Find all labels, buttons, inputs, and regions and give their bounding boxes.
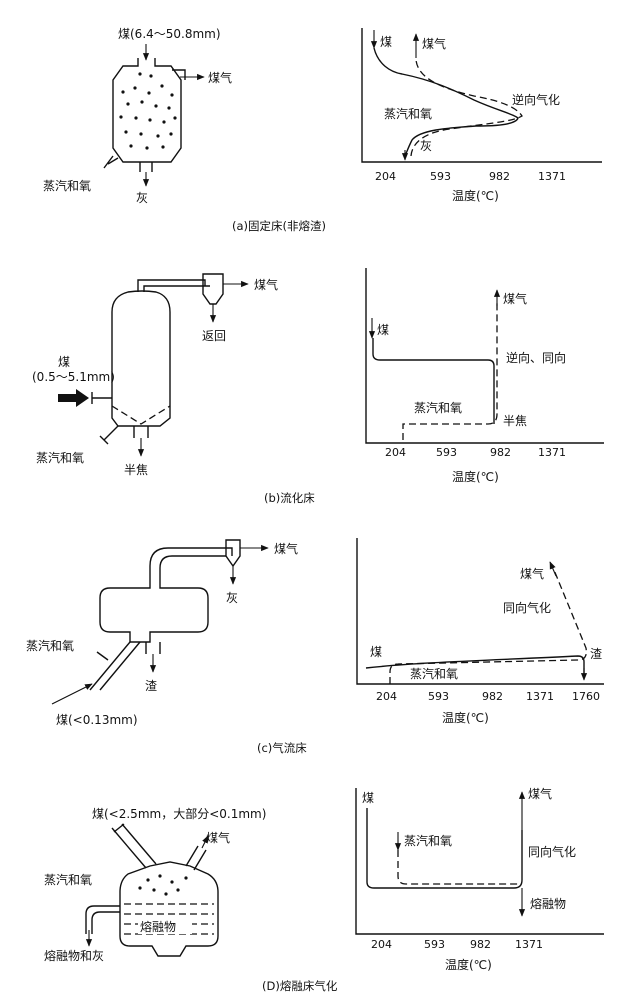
fluidized-bed-vessel: 煤气 返回 煤 (0.5～5.1mm) 蒸汽和氧 半焦 bbox=[32, 273, 278, 477]
ash-outlet-label: 灰 bbox=[136, 191, 148, 205]
x-axis-title: 温度(℃) bbox=[445, 957, 492, 972]
tick-label: 204 bbox=[376, 690, 397, 703]
steam-oxygen-label: 蒸汽和氧 bbox=[43, 178, 91, 193]
steam-oxygen-label: 蒸汽和氧 bbox=[44, 872, 92, 887]
chart-melt-label: 熔融物 bbox=[530, 896, 566, 911]
x-axis-title: 温度(℃) bbox=[452, 469, 499, 484]
gas-outlet-label: 煤气 bbox=[274, 541, 298, 556]
tick-label: 593 bbox=[424, 938, 445, 951]
coal-particles bbox=[138, 874, 188, 896]
chart-coal-label: 煤 bbox=[377, 323, 389, 337]
chart-ash-label: 灰 bbox=[420, 139, 432, 153]
panel-d: 煤(<2.5mm，大部分<0.1mm) 煤气 蒸汽和氧 熔融物和灰 熔融物 bbox=[44, 786, 604, 993]
panel-caption: (c)气流床 bbox=[257, 741, 307, 755]
panel-caption: (D)熔融床气化 bbox=[262, 979, 338, 993]
chart-gas-label: 煤气 bbox=[520, 566, 544, 581]
entrained-flow-vessel: 煤气 灰 蒸汽和氧 煤(<0.13mm) 渣 bbox=[26, 539, 298, 727]
panel-caption: (b)流化床 bbox=[264, 491, 315, 505]
chart-mode-label: 同向气化 bbox=[528, 844, 576, 859]
chart-coal-label: 煤 bbox=[362, 791, 374, 805]
tick-label: 204 bbox=[371, 938, 392, 951]
coal-feed-label: 煤(6.4～50.8mm) bbox=[118, 27, 221, 41]
coal-feed-label: 煤(<0.13mm) bbox=[56, 713, 138, 727]
x-axis-ticks: 204 593 982 1371 bbox=[375, 170, 566, 183]
steam-oxygen-label: 蒸汽和氧 bbox=[36, 450, 84, 465]
chart-steam-label: 蒸汽和氧 bbox=[404, 833, 452, 848]
chart-steam-label: 蒸汽和氧 bbox=[410, 666, 458, 681]
molten-bath-vessel: 煤(<2.5mm，大部分<0.1mm) 煤气 蒸汽和氧 熔融物和灰 熔融物 bbox=[44, 806, 266, 963]
panel-caption: (a)固定床(非熔渣) bbox=[232, 219, 326, 233]
tick-label: 982 bbox=[470, 938, 491, 951]
fluidized-bed-temperature-chart: 煤 煤气 逆向、同向 蒸汽和氧 半焦 204 593 982 1371 温度(℃… bbox=[365, 268, 604, 484]
tick-label: 593 bbox=[436, 446, 457, 459]
panel-a: 煤(6.4～50.8mm) 煤气 蒸汽和氧 灰 煤 bbox=[43, 27, 602, 233]
coal-size-label: (0.5～5.1mm) bbox=[32, 370, 115, 384]
chart-mode-label: 逆向、同向 bbox=[506, 350, 566, 365]
gas-outlet-label: 煤气 bbox=[254, 277, 278, 292]
tick-label: 982 bbox=[482, 690, 503, 703]
chart-gas-label: 煤气 bbox=[503, 291, 527, 306]
x-axis-ticks: 204 593 982 1371 bbox=[385, 446, 566, 459]
tick-label: 593 bbox=[428, 690, 449, 703]
tick-label: 1371 bbox=[515, 938, 543, 951]
tick-label: 1371 bbox=[538, 446, 566, 459]
chart-char-label: 半焦 bbox=[503, 414, 527, 428]
return-label: 返回 bbox=[202, 329, 226, 343]
tick-label: 593 bbox=[430, 170, 451, 183]
coal-particles bbox=[119, 72, 177, 150]
coal-name-label: 煤 bbox=[58, 355, 70, 369]
melt-label: 熔融物 bbox=[140, 919, 176, 934]
x-axis-title: 温度(℃) bbox=[452, 188, 499, 203]
chart-gas-label: 煤气 bbox=[422, 36, 446, 51]
char-outlet-label: 半焦 bbox=[124, 463, 148, 477]
ash-outlet-label: 灰 bbox=[226, 591, 238, 605]
chart-mode-label: 逆向气化 bbox=[512, 92, 560, 107]
panel-c: 煤气 灰 蒸汽和氧 煤(<0.13mm) 渣 煤气 同向气化 煤 渣 蒸汽和氧 … bbox=[26, 538, 604, 755]
fixed-bed-vessel: 煤(6.4～50.8mm) 煤气 蒸汽和氧 灰 bbox=[43, 27, 232, 205]
tick-label: 1371 bbox=[526, 690, 554, 703]
tick-label: 204 bbox=[385, 446, 406, 459]
chart-steam-label: 蒸汽和氧 bbox=[384, 106, 432, 121]
chart-mode-label: 同向气化 bbox=[503, 600, 551, 615]
chart-slag-label: 渣 bbox=[590, 647, 602, 661]
fixed-bed-temperature-chart: 煤 煤气 逆向气化 蒸汽和氧 灰 204 593 982 1371 温度(℃) bbox=[361, 28, 602, 203]
x-axis-ticks: 204 593 982 1371 bbox=[371, 938, 543, 951]
x-axis-title: 温度(℃) bbox=[442, 710, 489, 725]
panel-b: 煤气 返回 煤 (0.5～5.1mm) 蒸汽和氧 半焦 煤 煤气 逆向、同向 蒸… bbox=[32, 268, 604, 505]
steam-oxygen-label: 蒸汽和氧 bbox=[26, 638, 74, 653]
gas-outlet-label: 煤气 bbox=[206, 830, 230, 845]
x-axis-ticks: 204 593 982 1371 1760 bbox=[376, 690, 600, 703]
chart-coal-label: 煤 bbox=[370, 645, 382, 659]
entrained-flow-temperature-chart: 煤气 同向气化 煤 渣 蒸汽和氧 204 593 982 1371 1760 温… bbox=[356, 538, 604, 725]
tick-label: 1760 bbox=[572, 690, 600, 703]
chart-steam-label: 蒸汽和氧 bbox=[414, 400, 462, 415]
chart-coal-label: 煤 bbox=[380, 35, 392, 49]
tick-label: 982 bbox=[490, 446, 511, 459]
melt-ash-label: 熔融物和灰 bbox=[44, 948, 104, 963]
chart-gas-label: 煤气 bbox=[528, 786, 552, 801]
tick-label: 204 bbox=[375, 170, 396, 183]
molten-bath-temperature-chart: 煤 煤气 蒸汽和氧 同向气化 熔融物 204 593 982 1371 温度(℃… bbox=[355, 786, 604, 972]
coal-feed-label: 煤(<2.5mm，大部分<0.1mm) bbox=[92, 806, 266, 821]
gas-outlet-label: 煤气 bbox=[208, 70, 232, 85]
tick-label: 982 bbox=[489, 170, 510, 183]
coal-feed-arrow-icon bbox=[58, 389, 89, 407]
tick-label: 1371 bbox=[538, 170, 566, 183]
slag-outlet-label: 渣 bbox=[145, 679, 157, 693]
